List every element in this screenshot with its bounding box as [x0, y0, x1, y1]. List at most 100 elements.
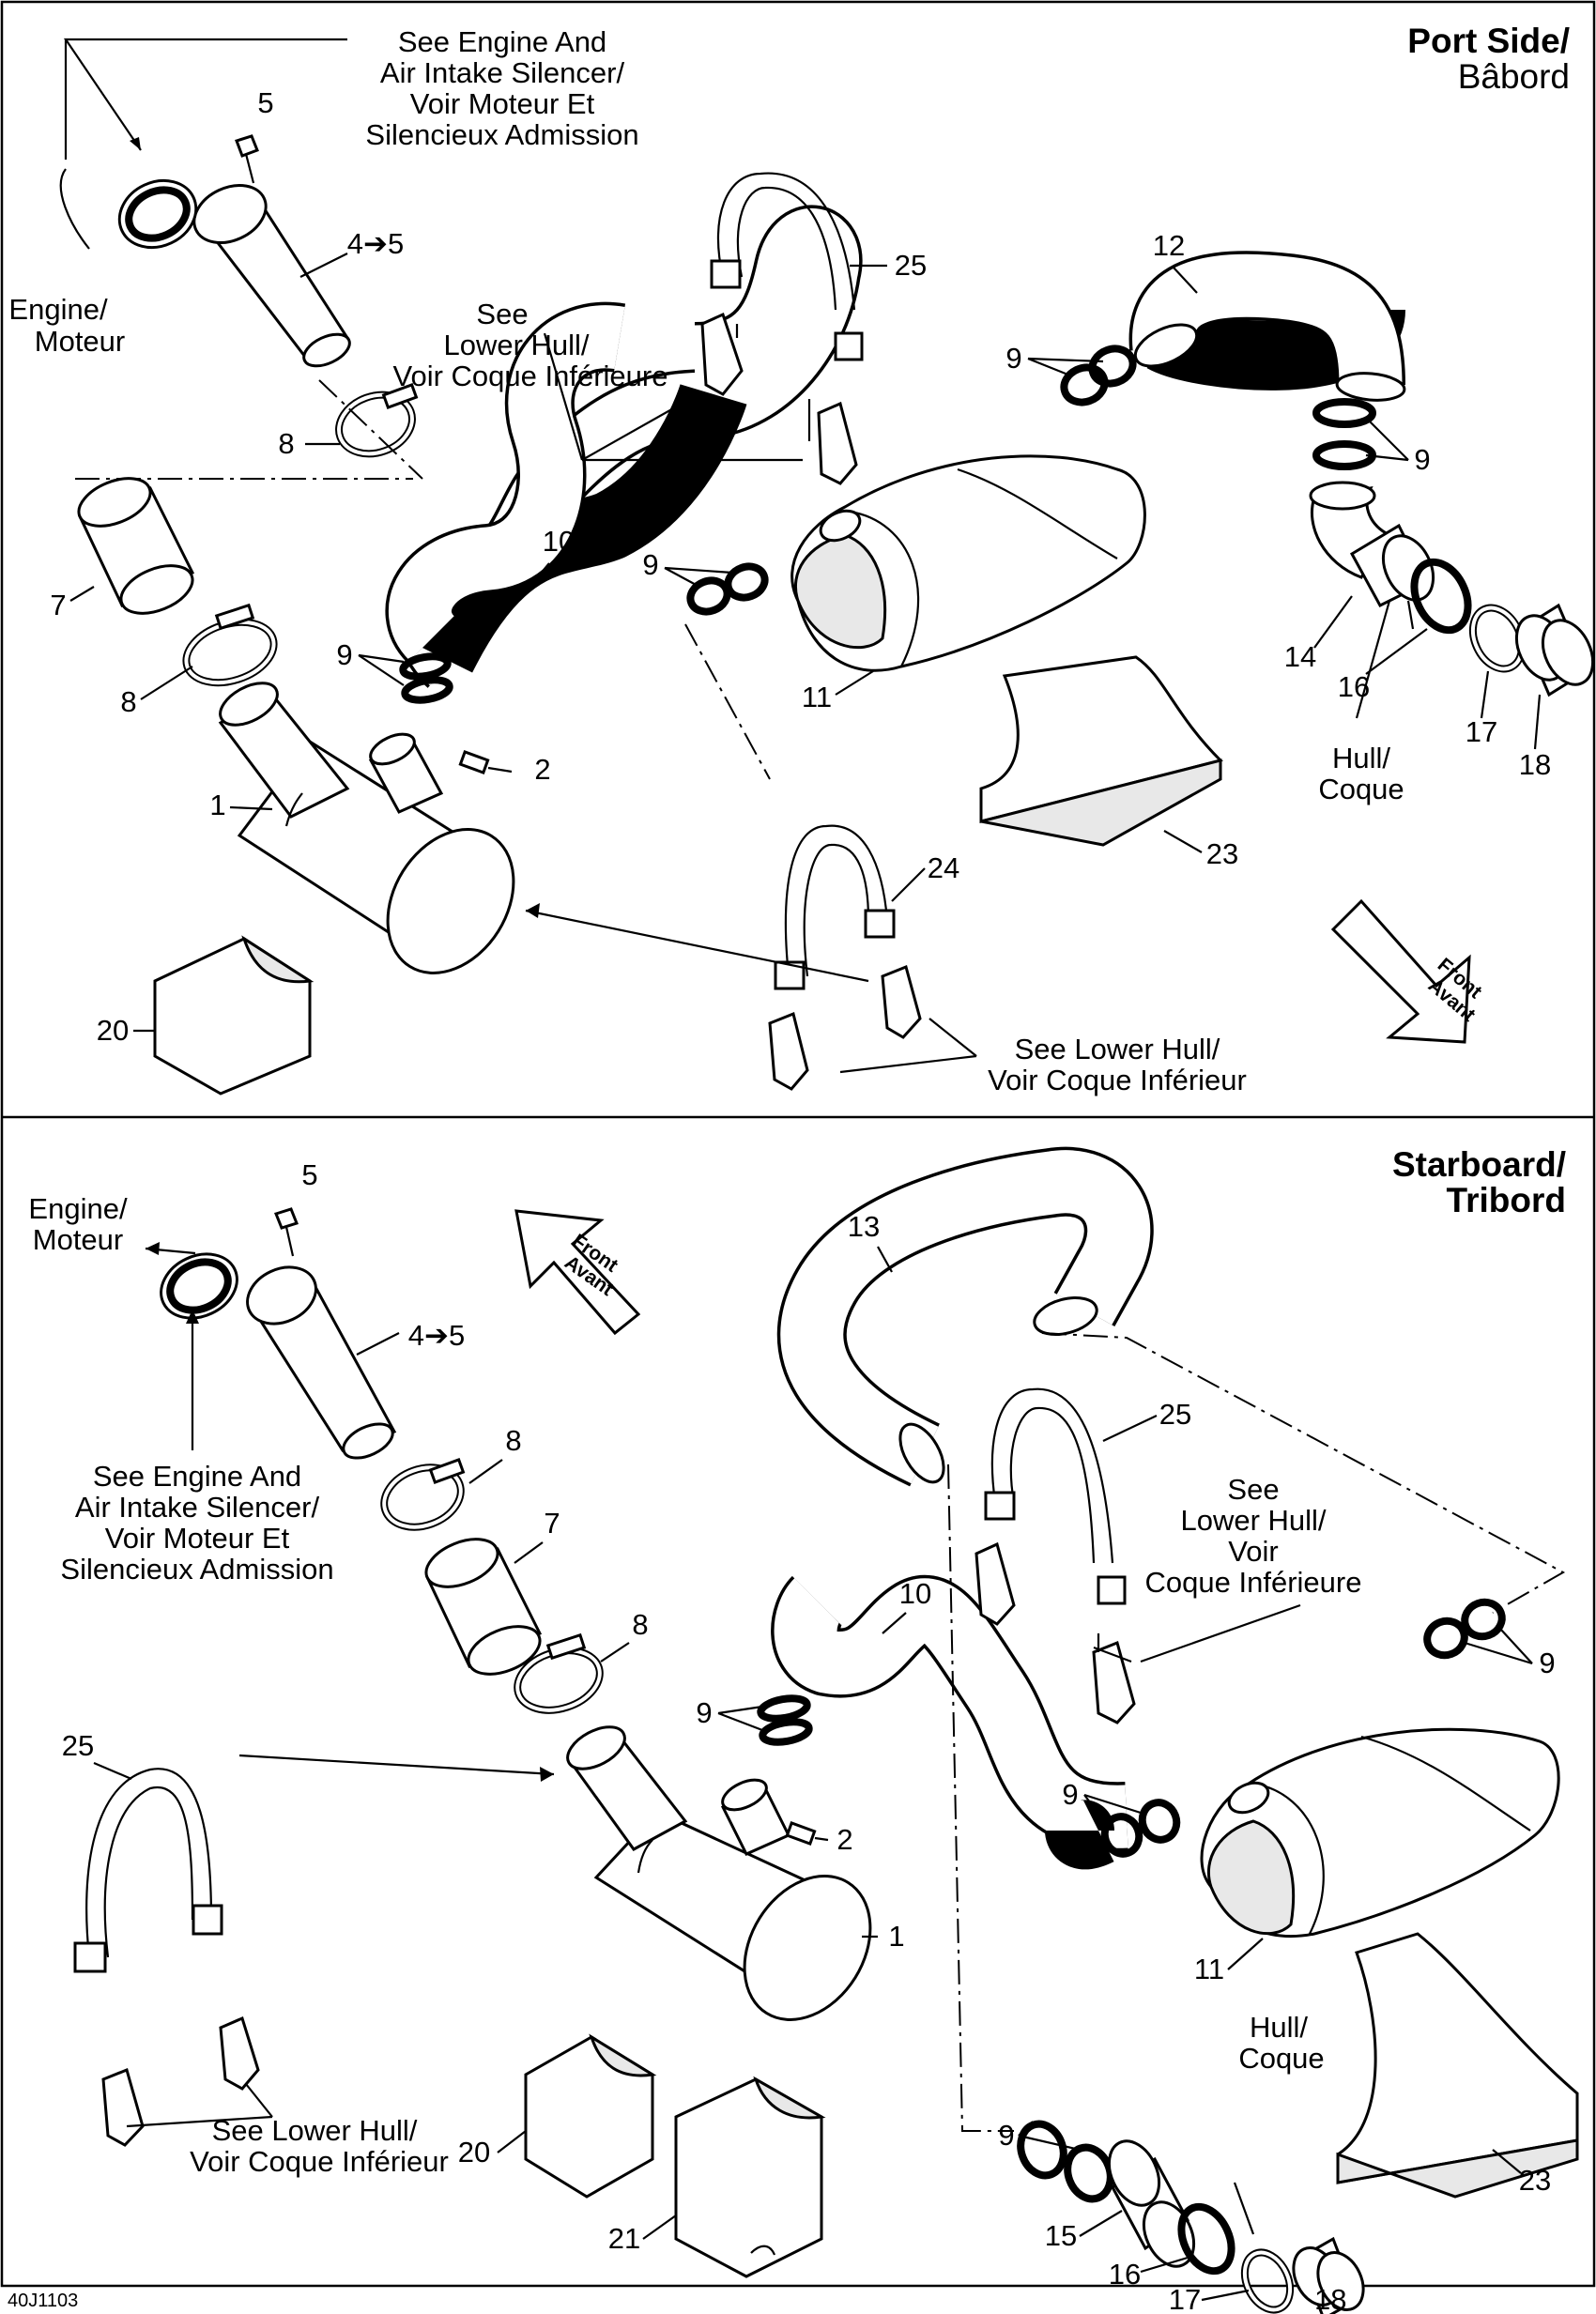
- top-hull-plate-23: [979, 655, 1223, 847]
- bottom-label-20: 20: [458, 2136, 490, 2168]
- bottom-air-intake-coupler-4: [160, 1252, 397, 1460]
- bottom-label-9d: 9: [998, 2119, 1014, 2152]
- bottom-label-2: 2: [836, 1823, 852, 1856]
- top-muffler-1: [218, 682, 515, 974]
- top-label-20: 20: [97, 1014, 129, 1047]
- top-clamps-9-hose12: [1060, 345, 1376, 470]
- top-hose-12: [1128, 251, 1406, 402]
- top-strap-24: [774, 824, 896, 990]
- top-label-17: 17: [1466, 715, 1497, 748]
- bottom-ring-17: [1240, 2248, 1295, 2314]
- top-label-18: 18: [1519, 748, 1551, 781]
- top-elbow-14: [1309, 481, 1435, 607]
- bottom-hull-l2: Coque: [1238, 2042, 1324, 2075]
- bottom-title-line1: Starboard/: [1392, 1145, 1566, 1184]
- top-clamps-9-silencer: [686, 562, 769, 616]
- top-hull-bracket-c: [768, 1011, 809, 1091]
- bottom-clamp-8-lower: [514, 1632, 604, 1714]
- bottom-label-23: 23: [1519, 2164, 1551, 2197]
- bottom-label-5: 5: [301, 1158, 317, 1191]
- top-coupler-7: [77, 477, 195, 615]
- bottom-see-lower2-l2: Voir Coque Inférieur: [190, 2145, 449, 2178]
- bottom-label-8b: 8: [632, 1608, 648, 1641]
- bottom-screw-5: [274, 1207, 299, 1257]
- bottom-label-15: 15: [1045, 2219, 1077, 2252]
- bottom-see-lower2-l1: See Lower Hull/: [212, 2114, 418, 2147]
- bottom-hose-13: [776, 1146, 1154, 1487]
- bottom-label-11: 11: [1194, 1953, 1224, 1985]
- top-engine-l1: Engine/: [8, 293, 108, 326]
- bottom-see-engine-l3: Voir Moteur Et: [105, 1522, 290, 1555]
- bottom-hull-bracket-right-a: [974, 1541, 1016, 1626]
- top-hull-bracket-d: [881, 964, 922, 1039]
- bottom-hull-bracket-right-b: [1092, 1633, 1136, 1724]
- top-label-16: 16: [1338, 670, 1370, 703]
- top-engine-l2: Moteur: [35, 325, 125, 358]
- top-panel: Port Side/ Bâbord: [8, 22, 1595, 1096]
- top-label-24: 24: [928, 851, 959, 884]
- top-see-lower-l3: Voir Coque Inférieure: [393, 360, 668, 392]
- top-clamps-9-muffler: [399, 652, 453, 704]
- top-label-7: 7: [50, 589, 66, 621]
- top-see-engine-l1: See Engine And: [398, 25, 606, 58]
- top-hull-bracket-b: [807, 399, 858, 485]
- top-front-arrow: Front Avant: [1330, 898, 1486, 1044]
- bottom-panel: Starboard/ Tribord Front Avant: [28, 1145, 1579, 2314]
- top-label-23: 23: [1206, 837, 1238, 870]
- bottom-see-lower-l1: See: [1227, 1473, 1279, 1506]
- bottom-ring-16: [1177, 2202, 1235, 2276]
- top-label-4-5: 4➔5: [347, 227, 404, 260]
- bottom-clamp-8-upper: [380, 1458, 466, 1531]
- top-callouts: See Engine And Air Intake Silencer/ Voir…: [8, 25, 1551, 1096]
- bottom-sensor-2: [785, 1821, 829, 1846]
- bottom-hull-l1: Hull/: [1250, 2011, 1308, 2044]
- top-label-10: 10: [543, 525, 575, 558]
- bottom-title-line2: Tribord: [1447, 1181, 1566, 1219]
- bottom-support-20: [524, 2033, 657, 2199]
- top-see-lower-l1: See: [476, 298, 528, 330]
- bottom-clamps-9-silencer: [1100, 1598, 1506, 1858]
- bottom-label-9c: 9: [1539, 1647, 1555, 1679]
- bottom-label-10: 10: [899, 1577, 931, 1610]
- top-clamp-8-upper: [335, 383, 419, 458]
- bottom-nut-18: [1292, 2236, 1365, 2314]
- top-see-engine-l3: Voir Moteur Et: [410, 87, 595, 120]
- bottom-label-1: 1: [888, 1920, 904, 1953]
- bottom-see-engine-l4: Silencieux Admission: [60, 1553, 333, 1586]
- bottom-hull-bracket-left-b: [219, 2015, 260, 2091]
- bottom-label-9b: 9: [1062, 1778, 1078, 1811]
- top-hull-bracket-a: [700, 312, 744, 396]
- top-label-12: 12: [1153, 229, 1185, 262]
- top-support-20: [153, 935, 315, 1096]
- bottom-clamps-9-lower: [1017, 2120, 1114, 2203]
- bottom-hull-plate-23: [1336, 1932, 1579, 2199]
- top-label-8b: 8: [120, 685, 136, 718]
- top-hull-l2: Coque: [1318, 773, 1404, 805]
- bottom-label-13: 13: [848, 1210, 880, 1243]
- figure-code: 40J1103: [8, 2291, 78, 2311]
- top-see-engine-l4: Silencieux Admission: [365, 118, 638, 151]
- bottom-see-lower-l4: Coque Inférieure: [1145, 1566, 1362, 1599]
- top-strap-25: [710, 172, 864, 361]
- top-label-2: 2: [534, 753, 550, 786]
- bottom-see-engine-l1: See Engine And: [93, 1460, 301, 1493]
- bottom-support-21: [674, 2076, 826, 2278]
- bottom-callouts: Engine/ Moteur 5 4➔5 8 See Engine And Ai…: [28, 1158, 1555, 2314]
- top-panel-title: Port Side/ Bâbord: [1407, 22, 1570, 96]
- top-label-1: 1: [209, 789, 225, 821]
- top-label-9b: 9: [1005, 342, 1021, 375]
- bottom-label-7: 7: [544, 1507, 560, 1540]
- top-label-5: 5: [257, 86, 273, 119]
- top-clamp-8-lower: [182, 603, 278, 687]
- bottom-label-16: 16: [1109, 2258, 1141, 2291]
- top-nut-18: [1514, 603, 1595, 697]
- bottom-clamps-9-muffler: [757, 1694, 813, 1746]
- top-sensor-2: [458, 750, 513, 774]
- bottom-label-18: 18: [1314, 2283, 1346, 2314]
- top-see-lower2-l2: Voir Coque Inférieur: [988, 1064, 1247, 1096]
- top-title-line2: Bâbord: [1458, 57, 1570, 96]
- top-label-25: 25: [895, 249, 927, 282]
- bottom-front-arrow: Front Avant: [514, 1209, 641, 1336]
- bottom-strap-25-right: [984, 1387, 1127, 1605]
